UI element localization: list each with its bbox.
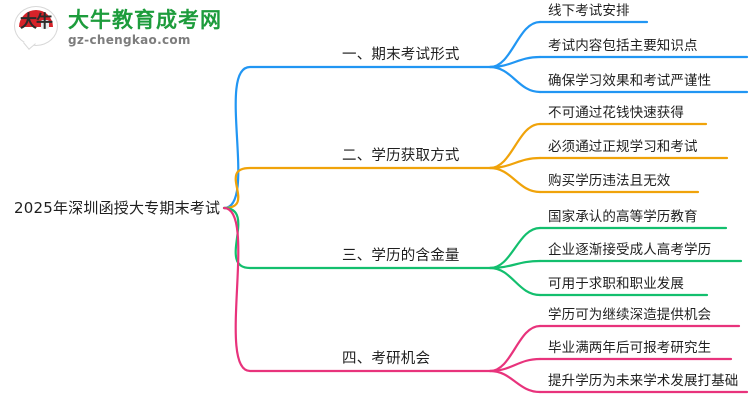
logo-mark-text: 大牛 xyxy=(20,12,53,32)
branch-node-4[interactable]: 四、考研机会 xyxy=(342,351,431,367)
leaf-node-4-2[interactable]: 毕业满两年后可报考研究生 xyxy=(548,340,712,356)
site-logo: 大牛 大牛教育成考网 gz-chengkao.com xyxy=(14,6,222,50)
logo-subtitle: gz-chengkao.com xyxy=(68,33,191,47)
root-node[interactable]: 2025年深圳函授大专期末考试 xyxy=(14,199,221,217)
leaf-node-4-3[interactable]: 提升学历为未来学术发展打基础 xyxy=(548,373,739,389)
branch-node-2[interactable]: 二、学历获取方式 xyxy=(342,148,460,164)
leaf-node-3-1[interactable]: 国家承认的高等学历教育 xyxy=(548,209,698,225)
leaf-node-1-3[interactable]: 确保学习效果和考试严谨性 xyxy=(548,73,712,89)
leaf-node-3-2[interactable]: 企业逐渐接受成人高考学历 xyxy=(548,242,712,258)
logo-arc-accent xyxy=(41,20,49,29)
leaf-node-1-1[interactable]: 线下考试安排 xyxy=(548,3,630,19)
leaf-node-4-1[interactable]: 学历可为继续深造提供机会 xyxy=(548,307,712,323)
leaf-node-2-2[interactable]: 必须通过正规学习和考试 xyxy=(548,139,698,155)
branch-node-1[interactable]: 一、期末考试形式 xyxy=(342,47,460,63)
logo-title: 大牛教育成考网 xyxy=(68,8,222,32)
logo-red-arc xyxy=(19,10,53,29)
leaf-node-1-2[interactable]: 考试内容包括主要知识点 xyxy=(548,38,698,54)
logo-bubble-icon: 大牛 xyxy=(14,6,60,50)
leaf-node-2-1[interactable]: 不可通过花钱快速获得 xyxy=(548,105,684,121)
leaf-node-2-3[interactable]: 购买学历违法且无效 xyxy=(548,173,671,189)
logo-text-block: 大牛教育成考网 gz-chengkao.com xyxy=(68,8,222,48)
branch-node-3[interactable]: 三、学历的含金量 xyxy=(342,248,460,264)
leaf-node-3-3[interactable]: 可用于求职和职业发展 xyxy=(548,276,684,292)
